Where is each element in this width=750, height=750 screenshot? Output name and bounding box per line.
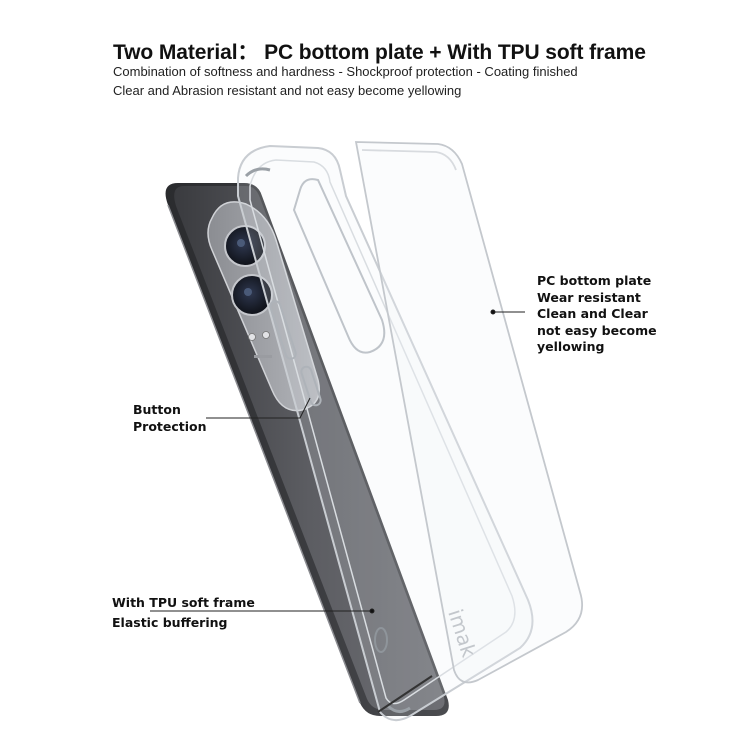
callout-pc-line-5: yellowing bbox=[537, 339, 605, 354]
callout-tpu-line-2: Elastic buffering bbox=[112, 615, 228, 630]
callout-lines bbox=[150, 309, 525, 614]
callout-pc-line-2: Wear resistant bbox=[537, 289, 641, 305]
callout-pc-line-1: PC bottom plate bbox=[537, 273, 652, 288]
callout-button-line-2: Protection bbox=[133, 418, 207, 434]
callout-tpu-frame: With TPU soft frame Elastic buffering bbox=[112, 593, 255, 633]
subtitle-line-2: Clear and Abrasion resistant and not eas… bbox=[113, 83, 462, 98]
pc-back-plate: imak bbox=[354, 141, 584, 684]
subtitle-line-1: Combination of softness and hardness - S… bbox=[113, 64, 578, 79]
callout-pc-plate: PC bottom plate Wear resistant Clean and… bbox=[537, 273, 657, 356]
tpu-frame bbox=[237, 144, 534, 722]
callout-button: Button Protection bbox=[133, 402, 207, 435]
callout-tpu-line-1: With TPU soft frame bbox=[112, 595, 255, 610]
flash bbox=[248, 333, 256, 341]
callout-pc-line-4: not easy become bbox=[537, 322, 657, 338]
callout-pc-line-3: Clean and Clear bbox=[537, 306, 648, 321]
callout-button-line-1: Button bbox=[133, 402, 181, 417]
headline: Two Material： PC bottom plate + With TPU… bbox=[113, 41, 646, 64]
